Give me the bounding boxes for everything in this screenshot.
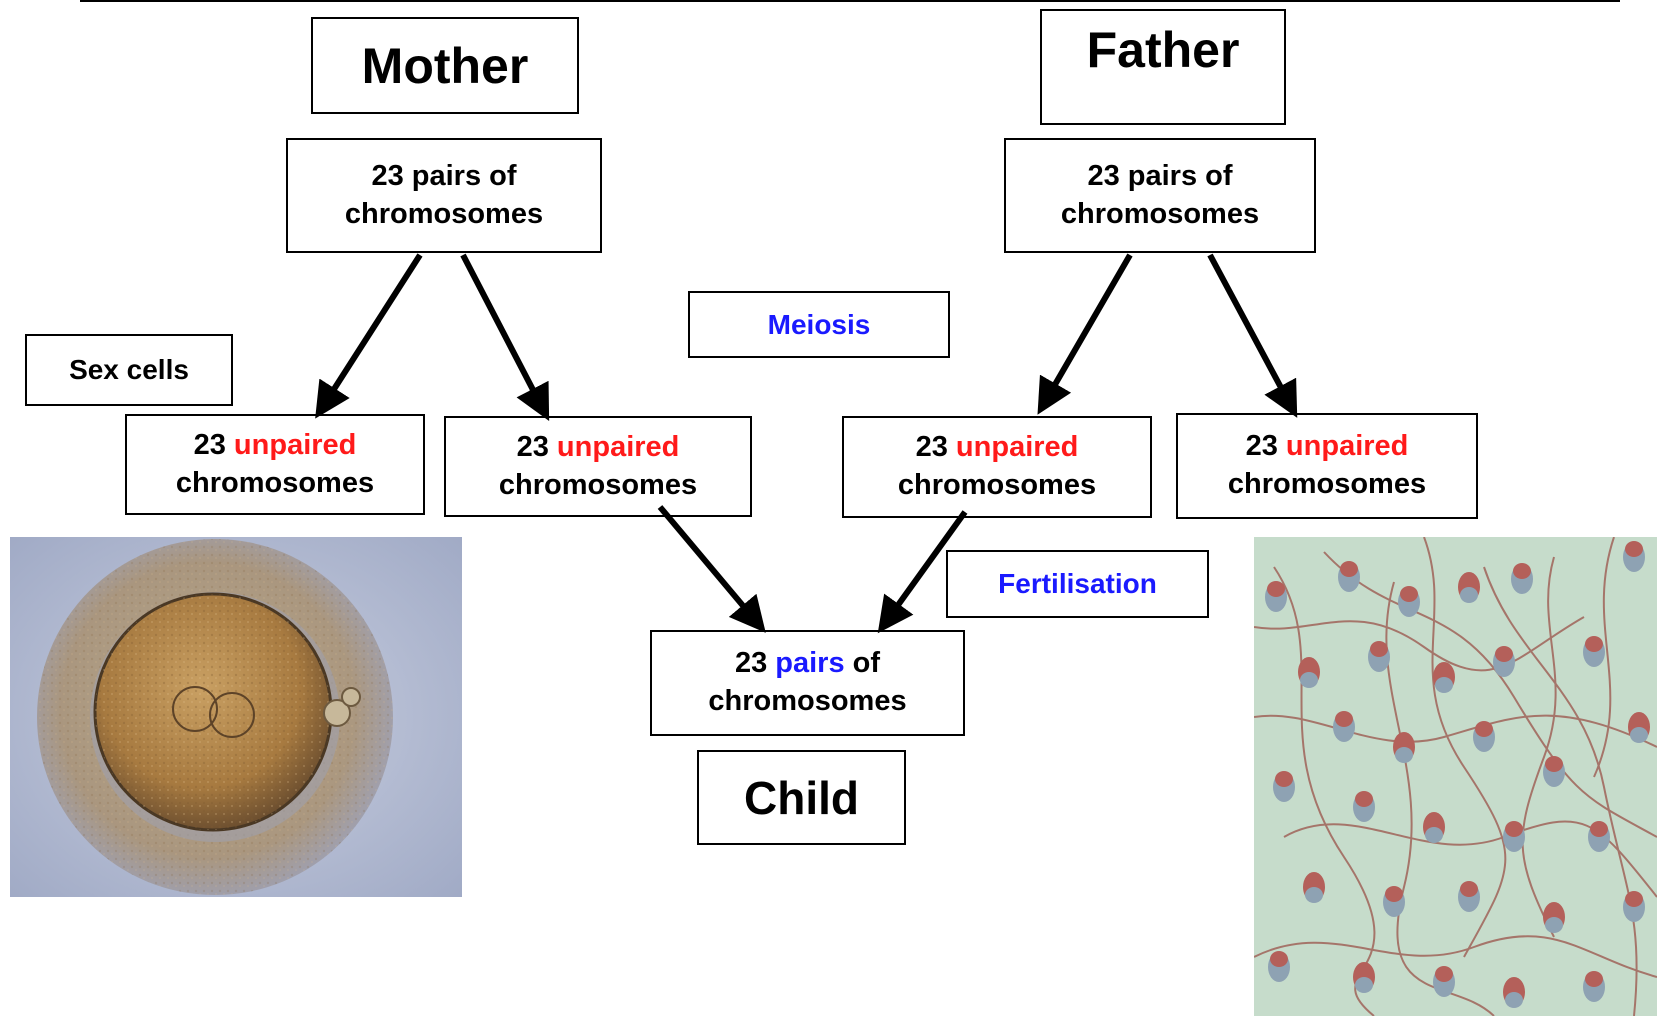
meiosis-arrow xyxy=(320,255,420,411)
meiosis-arrow xyxy=(1210,255,1293,410)
fertilisation-arrow xyxy=(660,507,760,626)
egg-cell-illustration xyxy=(10,537,462,897)
egg-cell-image xyxy=(10,537,462,897)
meiosis-arrow xyxy=(1042,255,1130,407)
sperm-cells-illustration xyxy=(1254,537,1657,1016)
meiosis-arrow xyxy=(463,255,545,413)
fertilisation-arrow xyxy=(883,512,965,626)
sperm-cells-image xyxy=(1254,537,1657,1016)
